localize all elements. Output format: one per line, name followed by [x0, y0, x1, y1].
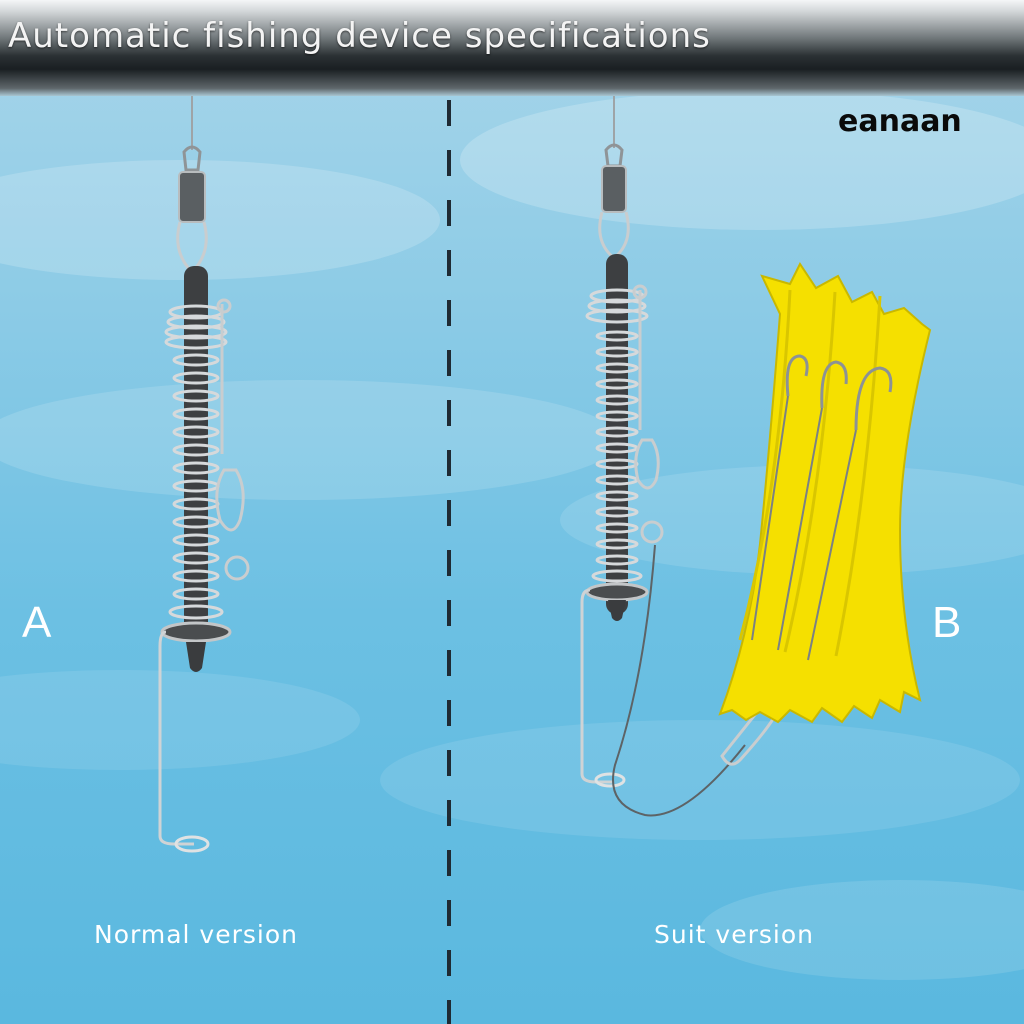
- caption-suit-version: Suit version: [654, 920, 814, 949]
- panel-label-b: B: [932, 598, 962, 647]
- title-banner: Automatic fishing device specifications: [0, 0, 1024, 96]
- caption-normal-version: Normal version: [94, 920, 298, 949]
- page-title: Automatic fishing device specifications: [8, 16, 711, 56]
- panel-label-a: A: [22, 598, 52, 647]
- dashed-divider: [447, 100, 451, 1024]
- brand-logo: eanaan: [838, 104, 962, 139]
